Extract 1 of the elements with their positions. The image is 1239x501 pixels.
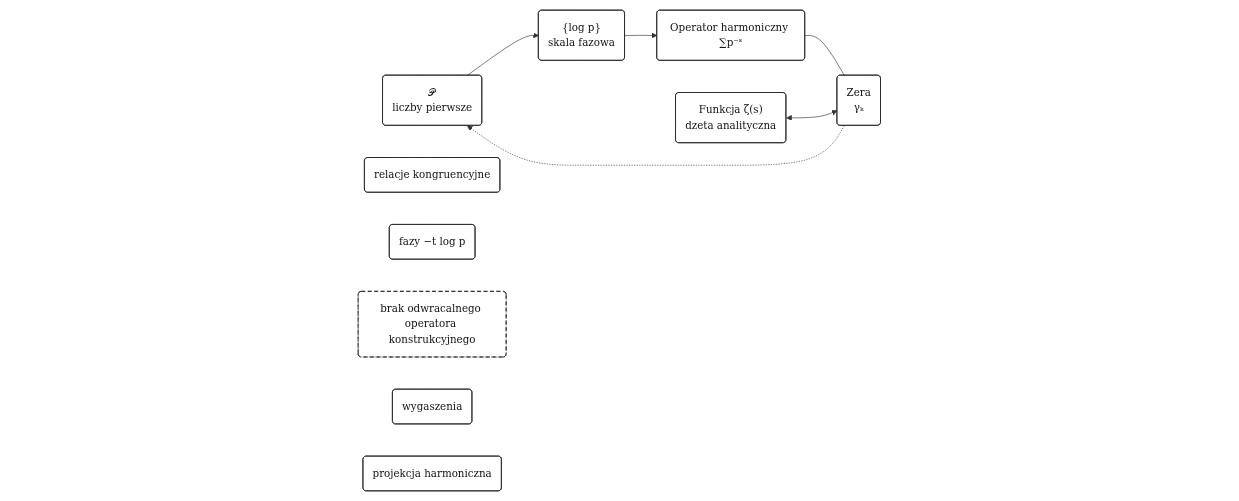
connector [804,35,845,76]
